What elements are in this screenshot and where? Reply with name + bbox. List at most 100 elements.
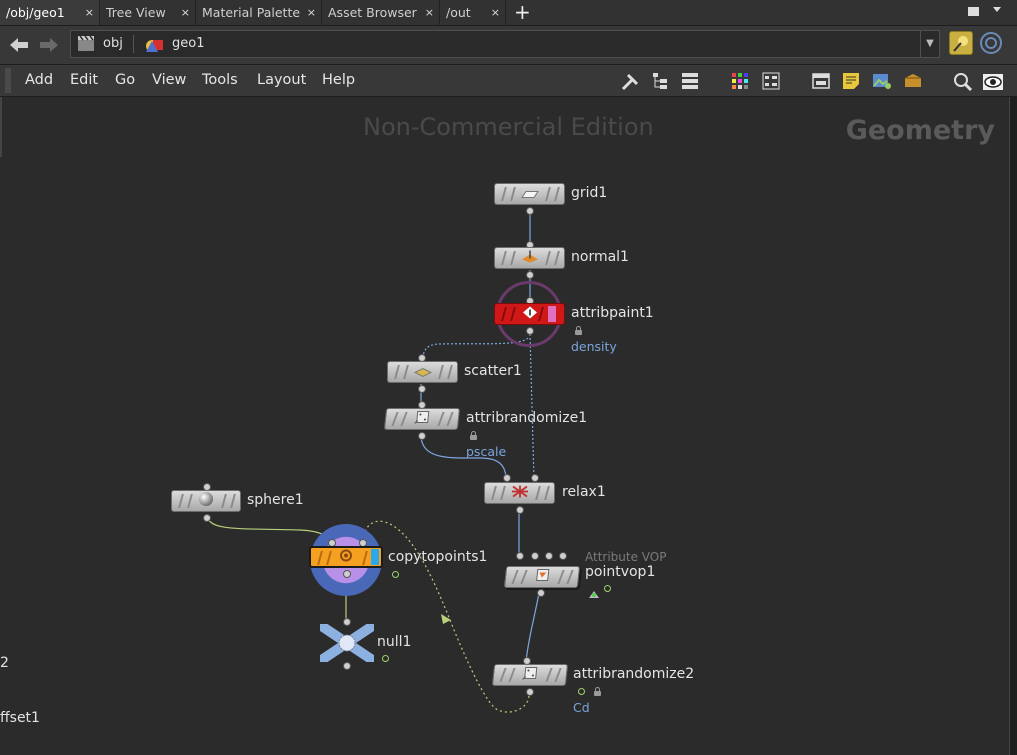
node-grid1[interactable] [494,183,565,205]
node-attribrandomize2[interactable] [491,664,569,686]
grid-icon [520,185,539,204]
menu-go[interactable]: Go [115,72,136,88]
chevron-down-icon[interactable]: ▼ [920,31,939,57]
output-connector[interactable] [526,207,534,215]
background-image-icon[interactable] [872,72,891,90]
geo-node-icon [145,36,165,58]
tab-material-palette[interactable]: Material Palette × [196,0,322,25]
asset-box-icon[interactable] [903,72,921,90]
node-sphere1[interactable] [171,490,241,512]
network-path-field[interactable]: obj geo1 ▼ [70,30,940,58]
close-icon[interactable]: × [180,6,190,19]
output-connector[interactable] [526,688,534,696]
lock-icon [575,326,582,335]
eye-icon[interactable] [983,72,1003,90]
menu-view[interactable]: View [152,72,187,88]
canvas-scrollbar[interactable] [1009,97,1017,755]
left-edge-marker [0,97,2,157]
network-menu-bar: Add Edit Go View Tools Layout Help [0,65,1017,97]
node-attribute-density: density [571,339,617,354]
breadcrumb-geo1[interactable]: geo1 [172,36,205,51]
menu-help[interactable]: Help [322,72,356,88]
input-connector[interactable] [531,552,539,560]
tab-asset-browser[interactable]: Asset Browser × [322,0,440,25]
menu-add[interactable]: Add [25,72,54,88]
node-label-copytopoints1: copytopoints1 [388,549,488,565]
display-flag[interactable] [371,549,379,565]
tree-layout-icon[interactable] [651,72,669,90]
node-label-attribpaint1: attribpaint1 [571,305,654,321]
shape-palette-icon[interactable] [762,72,780,90]
display-flag-icon [604,585,611,592]
sticky-note-icon[interactable] [842,72,860,90]
network-canvas[interactable] [0,97,1010,755]
pane-menu-icon[interactable] [992,4,1002,17]
dice-icon [413,410,431,429]
tab-tree-view[interactable]: Tree View × [100,0,196,25]
tab-out[interactable]: /out × [440,0,506,25]
output-connector[interactable] [343,662,351,670]
wire-direction-arrow [441,614,451,624]
input-connector[interactable] [503,474,511,482]
breadcrumb-obj[interactable]: obj [103,36,123,51]
close-icon[interactable]: × [424,6,434,19]
input-connector[interactable] [545,552,553,560]
color-palette-icon[interactable] [731,72,749,90]
network-box-icon[interactable] [812,72,830,90]
node-null1[interactable] [318,622,376,666]
lock-icon [594,687,601,696]
output-connector[interactable] [418,385,426,393]
input-connector[interactable] [559,552,567,560]
input-connector[interactable] [343,618,351,626]
search-icon[interactable] [953,72,973,92]
menu-layout[interactable]: Layout [257,72,307,88]
close-icon[interactable]: × [490,6,500,19]
tab-label: /obj/geo1 [6,5,65,20]
input-connector[interactable] [531,474,539,482]
node-copytopoints1[interactable] [309,546,383,568]
output-connector[interactable] [516,506,524,514]
node-label-pointvop1: pointvop1 [585,564,656,580]
output-connector[interactable] [203,514,211,522]
close-icon[interactable]: × [84,6,94,19]
node-relax1[interactable] [484,482,555,504]
tab-obj-geo1[interactable]: /obj/geo1 × [0,0,100,25]
breadcrumb-divider [133,35,134,53]
node-attribute-cd: Cd [573,700,590,715]
output-connector[interactable] [418,432,426,440]
back-arrow-icon[interactable] [8,35,30,58]
input-connector[interactable] [516,552,524,560]
pin-icon[interactable] [949,31,973,55]
paint-brush-icon [522,305,538,324]
node-attribrandomize1[interactable] [383,408,461,430]
node-attribute-pscale: pscale [466,444,507,459]
add-tab-icon[interactable]: + [514,0,531,24]
node-scatter1[interactable] [387,361,458,383]
link-target-icon[interactable] [979,31,1003,55]
vop-icon [533,568,551,587]
node-label-attribrandomize1: attribrandomize1 [466,410,588,426]
output-connector[interactable] [537,589,545,597]
maximize-pane-icon[interactable] [968,7,979,16]
null-icon [318,622,376,664]
output-connector[interactable] [343,570,351,578]
toolbar-collapse-handle[interactable] [5,68,11,93]
menu-tools[interactable]: Tools [202,72,238,88]
tab-label: Material Palette [202,5,301,20]
context-label: Geometry [845,115,995,146]
node-pointvop1[interactable] [503,566,581,588]
offscreen-node-label: 2 [0,655,9,671]
node-label-normal1: normal1 [571,249,629,265]
output-connector[interactable] [526,327,534,335]
list-view-icon[interactable] [681,72,699,90]
node-label-sphere1: sphere1 [247,492,304,508]
close-icon[interactable]: × [306,6,316,19]
forward-arrow-icon[interactable] [38,35,60,58]
watermark-text: Non-Commercial Edition [363,113,654,141]
wrench-icon[interactable] [620,72,639,91]
menu-edit[interactable]: Edit [70,72,99,88]
display-flag[interactable] [548,306,556,322]
output-connector[interactable] [526,271,534,279]
node-normal1[interactable] [494,247,565,269]
node-attribpaint1[interactable] [494,303,565,325]
